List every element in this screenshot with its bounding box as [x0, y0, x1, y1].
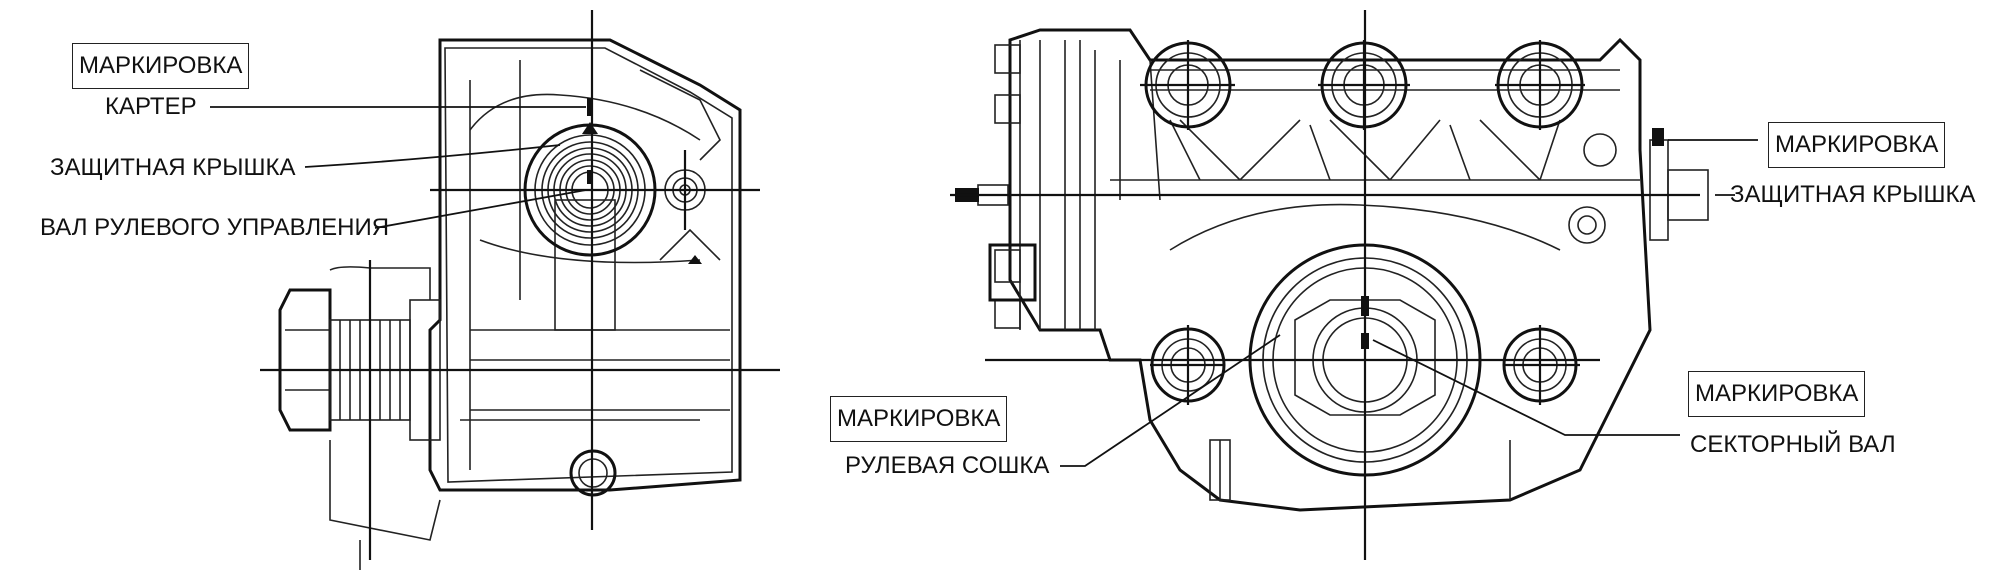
- right-protective-cover-label: ЗАЩИТНАЯ КРЫШКА: [1730, 181, 1976, 208]
- right-view-drawing: [950, 10, 1758, 560]
- left-side-bolts: [955, 44, 1037, 329]
- left-view-drawing: [210, 10, 780, 570]
- housing-label: КАРТЕР: [105, 93, 197, 120]
- right-bottom-marking-label: МАРКИРОВКА: [1688, 371, 1866, 417]
- right-top-marking-label: МАРКИРОВКА: [1768, 122, 1946, 168]
- pitman-arm-label: РУЛЕВАЯ СОШКА: [845, 452, 1050, 479]
- left-protective-cover-label: ЗАЩИТНАЯ КРЫШКА: [50, 154, 296, 181]
- left-marking-label: МАРКИРОВКА: [72, 43, 250, 89]
- steering-shaft-label: ВАЛ РУЛЕВОГО УПРАВЛЕНИЯ: [40, 214, 390, 241]
- sector-shaft-label: СЕКТОРНЫЙ ВАЛ: [1690, 431, 1896, 458]
- right-left-marking-label: МАРКИРОВКА: [830, 396, 1008, 442]
